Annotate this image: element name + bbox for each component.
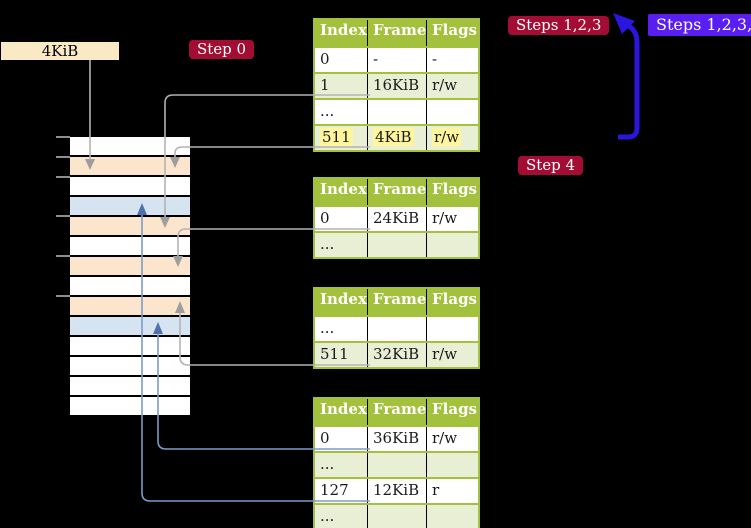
table-row: 511 32KiB r/w xyxy=(315,341,478,367)
memory-frame-row xyxy=(70,215,190,235)
column-header: Flags xyxy=(432,400,477,418)
memory-frame-row xyxy=(70,137,190,155)
memory-frame-row xyxy=(70,195,190,215)
steps-123-badge: Steps 1,2,3 xyxy=(508,16,610,35)
table-row-highlighted: 511 4KiB r/w xyxy=(315,124,478,150)
memory-frame-row xyxy=(70,275,190,295)
table-header: Index Frame Flags xyxy=(315,399,478,425)
column-header: Flags xyxy=(432,180,477,198)
column-header: Frame xyxy=(368,289,427,315)
table-header: Index Frame Flags xyxy=(315,289,478,315)
column-header: Flags xyxy=(432,21,477,39)
table-row: 0 24KiB r/w xyxy=(315,205,478,231)
table-row: ... xyxy=(315,503,478,528)
memory-frame-row xyxy=(70,235,190,255)
column-header: Frame xyxy=(368,399,427,425)
frame-size-label: 4KiB xyxy=(1,42,119,60)
table-header: Index Frame Flags xyxy=(315,20,478,46)
column-header: Flags xyxy=(432,290,477,308)
page-table-level-2: Index Frame Flags ... 511 32KiB r/w xyxy=(313,287,480,369)
column-header: Frame xyxy=(368,179,427,205)
page-table-level-3: Index Frame Flags 0 24KiB r/w ... xyxy=(313,177,480,259)
table-row: 0 36KiB r/w xyxy=(315,425,478,451)
table-row: ... xyxy=(315,231,478,257)
memory-tick-marks xyxy=(56,136,70,297)
step0-badge: Step 0 xyxy=(189,40,255,59)
memory-frame-row xyxy=(70,155,190,175)
table-row: ... xyxy=(315,315,478,341)
page-table-level-1: Index Frame Flags 0 36KiB r/w ... 127 12… xyxy=(313,397,480,528)
column-header: Index xyxy=(315,399,368,425)
memory-frame-row xyxy=(70,315,190,335)
table-header: Index Frame Flags xyxy=(315,179,478,205)
table-row: 1 16KiB r/w xyxy=(315,72,478,98)
table-row: ... xyxy=(315,98,478,124)
memory-frame-row xyxy=(70,375,190,395)
column-header: Index xyxy=(315,20,368,46)
memory-frame-row xyxy=(70,335,190,355)
column-header: Frame xyxy=(368,20,427,46)
step4-badge: Step 4 xyxy=(518,156,584,175)
memory-frame-row xyxy=(70,175,190,195)
memory-frame-row xyxy=(70,395,190,415)
table-row: ... xyxy=(315,451,478,477)
steps-1234-badge: Steps 1,2,3,4 xyxy=(648,14,751,36)
physical-memory-stack xyxy=(70,137,190,415)
table-row: 0 - - xyxy=(315,46,478,72)
steps-loop-arrow xyxy=(613,13,640,140)
table-row: 127 12KiB r xyxy=(315,477,478,503)
memory-frame-row xyxy=(70,355,190,375)
memory-frame-row xyxy=(70,255,190,275)
column-header: Index xyxy=(315,289,368,315)
page-table-level-root: Index Frame Flags 0 - - 1 16KiB r/w ... … xyxy=(313,18,480,152)
column-header: Index xyxy=(315,179,368,205)
memory-frame-row xyxy=(70,295,190,315)
